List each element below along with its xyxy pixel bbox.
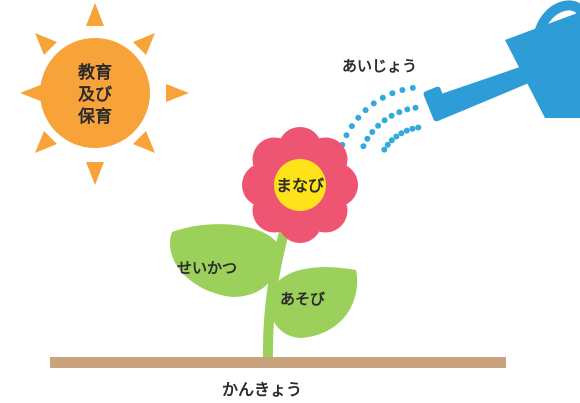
leaf-left-label: せいかつ bbox=[177, 259, 237, 277]
sun-label-line-3: 保育 bbox=[77, 106, 112, 127]
watering-label: あいじょう bbox=[342, 57, 417, 75]
sun-label-line-2: 及び bbox=[78, 85, 112, 105]
ground-bar bbox=[50, 357, 506, 368]
plant-stem bbox=[262, 223, 290, 365]
water-drops bbox=[339, 84, 422, 153]
sun-label-line-1: 教育 bbox=[77, 62, 112, 83]
leaf-right bbox=[269, 267, 358, 338]
sun-icon bbox=[20, 3, 189, 185]
watering-can-icon bbox=[423, 0, 580, 122]
flower-label: まなび bbox=[276, 176, 325, 195]
flower-icon bbox=[242, 127, 358, 243]
ground-label: かんきょう bbox=[222, 380, 302, 399]
leaf-left bbox=[169, 224, 282, 297]
leaf-right-label: あそび bbox=[280, 290, 325, 308]
